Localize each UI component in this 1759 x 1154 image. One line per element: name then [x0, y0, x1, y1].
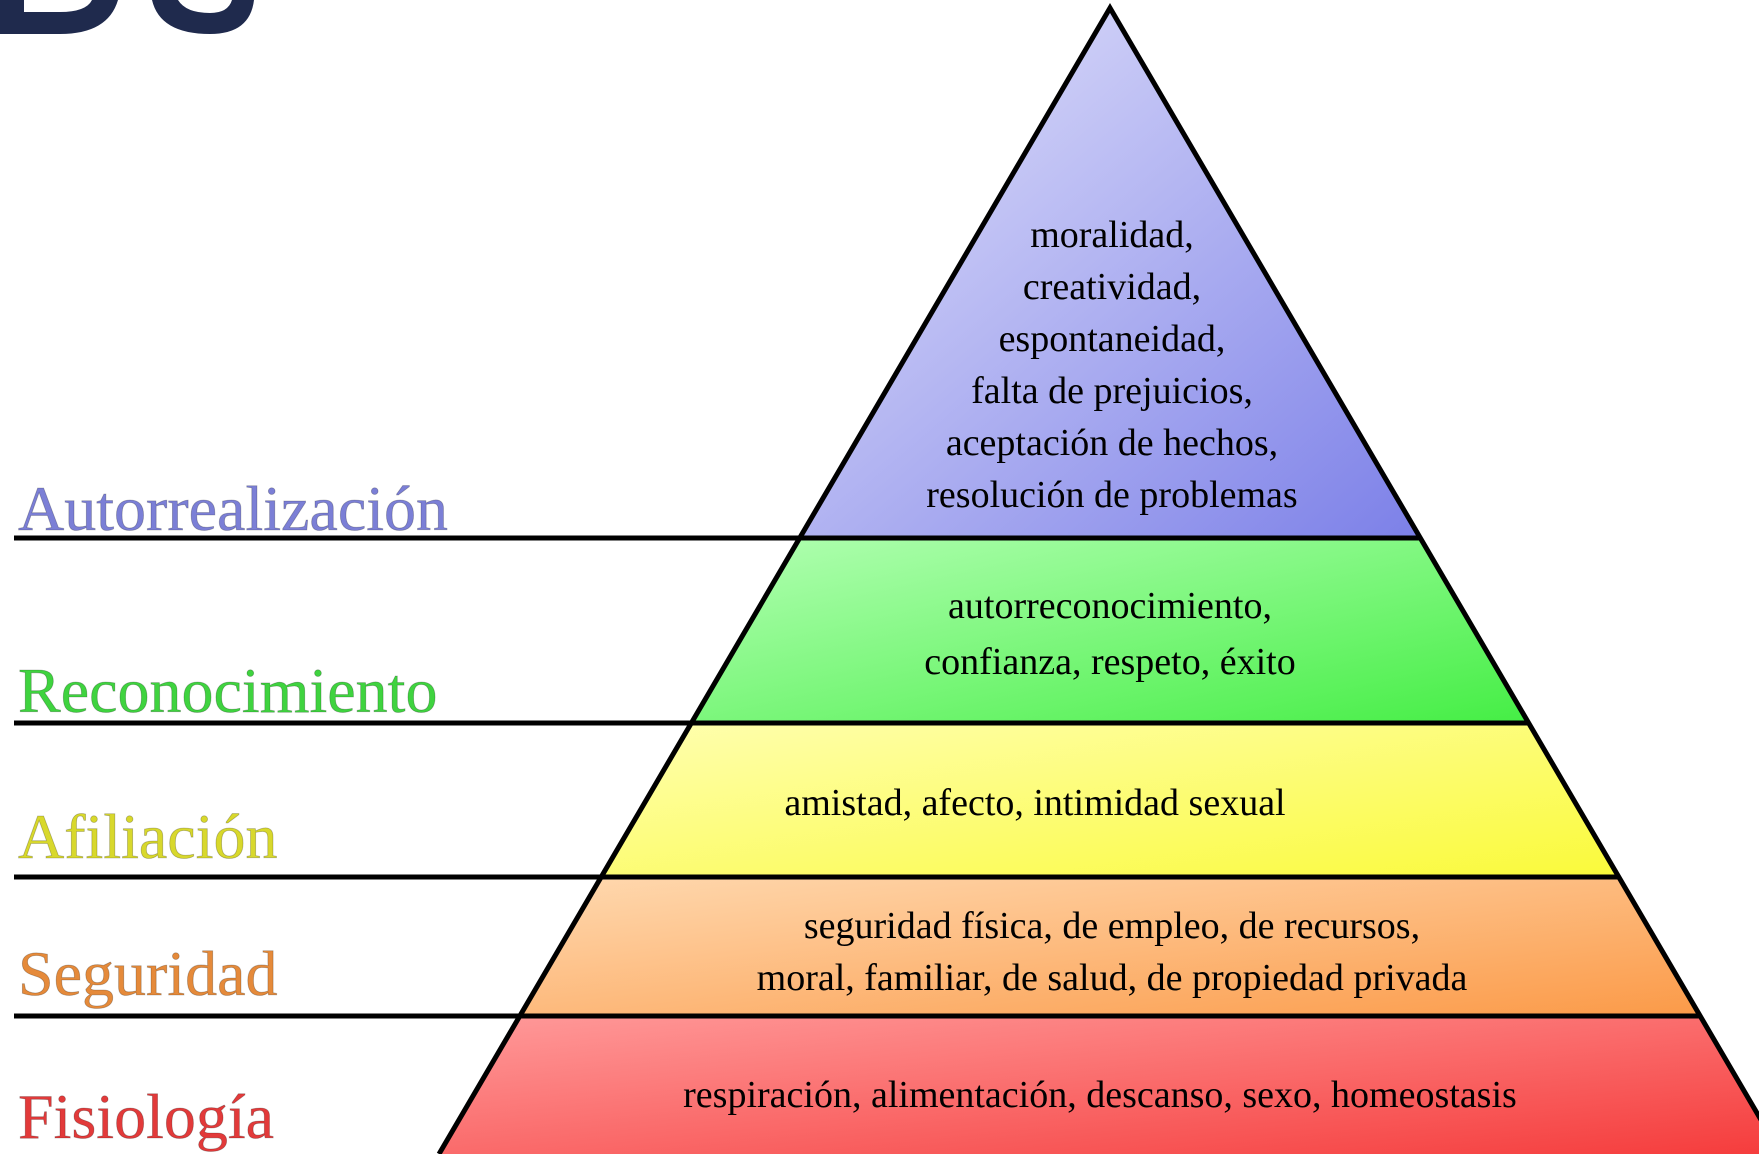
- logo-letter-d: [0, 0, 118, 34]
- tier-texts: moralidad, creatividad, espontaneidad, falt…: [683, 214, 1517, 1116]
- pyramid-outline-stroke: [436, 3, 1759, 1154]
- tier-5-text-line: respiración, alimentación, descanso, sex…: [683, 1074, 1517, 1116]
- tier-5-shape: [439, 1016, 1759, 1154]
- tier-2-text-line: confianza, respeto, éxito: [924, 641, 1295, 683]
- tier-2-text-line: autorreconocimiento,: [948, 585, 1272, 627]
- logo: [0, 0, 254, 34]
- tier-1-text-line: espontaneidad,: [999, 318, 1226, 360]
- tier-4-text-line: moral, familiar, de salud, de propiedad …: [757, 957, 1468, 999]
- tier-1-text-line: falta de prejuicios,: [971, 370, 1253, 412]
- level-label-3: Afiliación: [18, 801, 277, 872]
- tier-1-text-line: resolución de problemas: [926, 474, 1297, 516]
- tier-4-shape: [519, 877, 1701, 1016]
- level-label-5: Fisiología: [18, 1081, 274, 1152]
- level-label-4: Seguridad: [18, 938, 278, 1009]
- tier-1-text-line: aceptación de hechos,: [946, 422, 1278, 464]
- logo-letter-s: [152, 0, 254, 34]
- tier-1-text-line: moralidad,: [1030, 214, 1194, 256]
- pyramid-outline: [436, 3, 1759, 1154]
- level-label-1: Autorrealización: [18, 473, 448, 544]
- tier-4-text-line: seguridad física, de empleo, de recursos…: [804, 905, 1420, 947]
- tier-3-text-line: amistad, afecto, intimidad sexual: [784, 782, 1285, 824]
- level-label-2: Reconocimiento: [18, 655, 437, 726]
- tier-2-shape: [691, 538, 1529, 723]
- tier-1-text-line: creatividad,: [1023, 266, 1201, 308]
- level-labels: AutorrealizaciónReconocimientoAfiliación…: [18, 473, 449, 1153]
- level-divider-lines: [14, 535, 1701, 1019]
- pyramid-tiers: [439, 8, 1759, 1154]
- tier-1-shape: [799, 8, 1421, 538]
- tier-3-shape: [601, 723, 1619, 877]
